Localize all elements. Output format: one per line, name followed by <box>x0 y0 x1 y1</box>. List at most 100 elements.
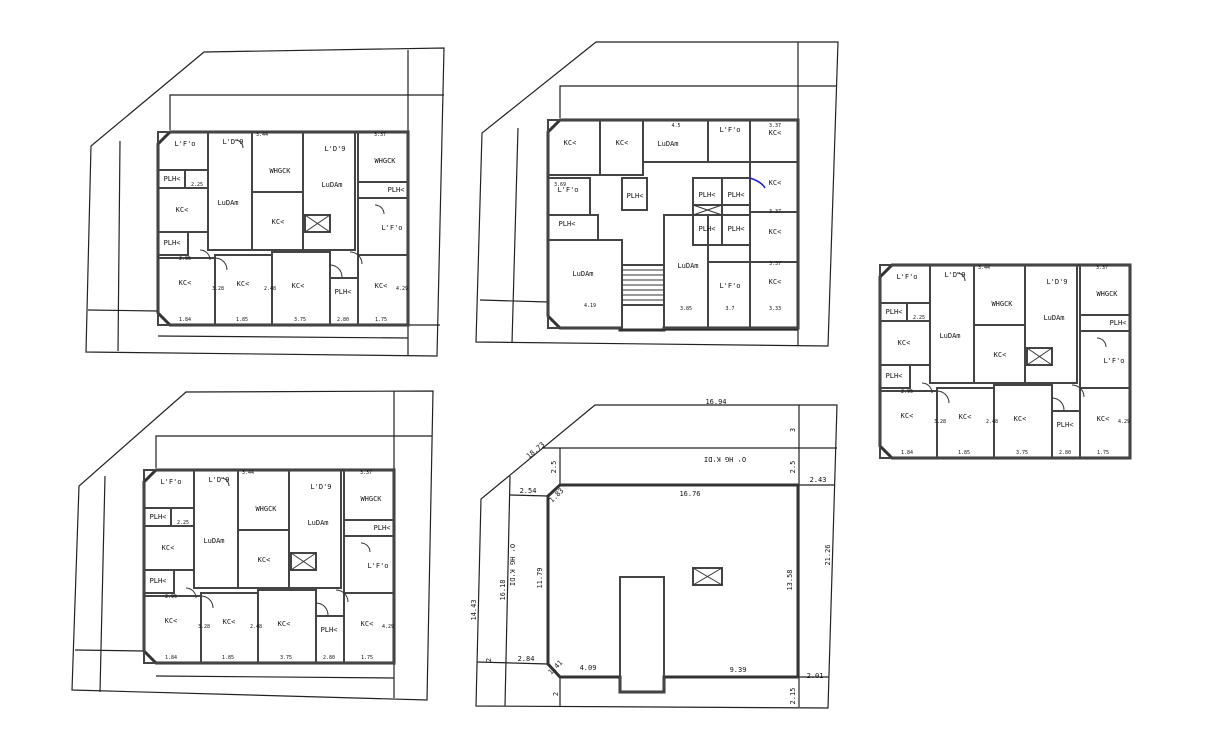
door-swing <box>315 602 329 616</box>
dimension-label: 1.84 <box>901 450 913 456</box>
room-label: LuDAm <box>939 332 960 340</box>
room-label: KC< <box>898 339 911 347</box>
room-outline <box>879 364 911 389</box>
site-plan-d <box>71 390 434 701</box>
floor-plan-c: L'F'oPLH<KC<PLH<LuDAmWHGCKKC<LuDAmWHGCKP… <box>878 263 1132 460</box>
room-label: KC< <box>278 620 291 628</box>
dimension-label-left-mid: 16.18 <box>499 579 507 600</box>
room-label: PLH< <box>627 192 644 200</box>
room-label: L'F'o <box>381 224 402 232</box>
room-outline <box>251 131 304 193</box>
room-label: WHGCK <box>269 167 291 175</box>
door-swing <box>374 204 385 215</box>
door-swing <box>335 589 349 603</box>
dimension-label-top: 16.94 <box>705 398 726 406</box>
room-label: PLH< <box>374 524 391 532</box>
room-label: KC< <box>165 617 178 625</box>
door-swing <box>200 595 214 609</box>
dimension-label: 3.37 <box>769 209 781 215</box>
room-label: LuDAm <box>572 270 593 278</box>
dimension-label: 2.95 <box>901 389 913 395</box>
room-label: L'F'o <box>719 126 740 134</box>
room-label: KC< <box>223 618 236 626</box>
dimension-label-top-right-3: 3 <box>789 428 797 432</box>
room-label: L'D'9 <box>222 138 243 146</box>
room-outline <box>707 261 751 329</box>
room-label: LuDAm <box>217 199 238 207</box>
room-label: PLH< <box>728 191 745 199</box>
dimension-label-road-top: O' HG K'DI <box>704 455 746 463</box>
room-label: PLH< <box>699 225 716 233</box>
elevator-shaft <box>304 214 331 233</box>
room-label: PLH< <box>164 239 181 247</box>
room-label: LuDAm <box>307 519 328 527</box>
room-outline <box>1079 387 1131 459</box>
door-swing <box>1096 337 1107 348</box>
room-label: KC< <box>1014 415 1027 423</box>
dimension-label-inner-right: 13.58 <box>786 569 794 590</box>
shaft-box <box>692 567 723 586</box>
dimension-label-top-right-25: 2.5 <box>789 461 797 474</box>
room-label: PLH< <box>335 288 352 296</box>
dimension-label: 2.80 <box>1059 450 1071 456</box>
room-outline <box>547 119 601 176</box>
room-label: L'D'9 <box>310 483 331 491</box>
door-swing-highlighted <box>749 177 766 189</box>
door-swing <box>956 272 966 282</box>
dimension-label-bottom-left-2: 2 <box>485 658 493 662</box>
dimension-label: 3.37 <box>374 132 386 138</box>
room-outline <box>621 177 648 211</box>
elevator-shaft <box>1026 347 1053 366</box>
room-label: PLH< <box>886 308 903 316</box>
room-outline <box>973 264 1026 326</box>
room-outline <box>879 390 938 459</box>
room-label: KC< <box>994 351 1007 359</box>
dimension-label: 3.44 <box>978 265 990 271</box>
door-swing <box>185 587 197 599</box>
dimension-label-top-left-25: 2.5 <box>550 461 558 474</box>
dimension-label: 1.85 <box>958 450 970 456</box>
room-label: PLH< <box>150 513 167 521</box>
door-swing <box>349 251 363 265</box>
room-label: L'F'o <box>1103 357 1124 365</box>
room-label: L'D'9 <box>944 271 965 279</box>
room-label: PLH< <box>1110 319 1127 327</box>
dimension-label: 2.95 <box>165 594 177 600</box>
room-label: LuDAm <box>203 537 224 545</box>
dimension-label: 3.37 <box>769 261 781 267</box>
room-label: KC< <box>564 139 577 147</box>
room-label: KC< <box>176 206 189 214</box>
dimension-label: 2.25 <box>191 182 203 188</box>
room-label: PLH< <box>699 191 716 199</box>
room-label: WHGCK <box>1096 290 1118 298</box>
room-label: PLH< <box>388 186 405 194</box>
room-label: PLH< <box>164 175 181 183</box>
room-label: KC< <box>769 129 782 137</box>
room-label: L'F'o <box>719 282 740 290</box>
dimension-label: 2.25 <box>177 520 189 526</box>
dimension-label: 1.85 <box>222 655 234 661</box>
dimension-label: 3.33 <box>769 306 781 312</box>
room-label: KC< <box>179 279 192 287</box>
dimension-label: 2.48 <box>264 286 276 292</box>
room-label: PLH< <box>1057 421 1074 429</box>
dimension-label: 2.95 <box>179 256 191 262</box>
dimension-label-bottom-2: 2 <box>552 692 560 696</box>
room-outline <box>749 161 799 213</box>
room-label: PLH< <box>559 220 576 228</box>
room-outline <box>547 239 623 329</box>
room-label: LuDAm <box>321 181 342 189</box>
dimension-label: 1.85 <box>236 317 248 323</box>
room-label: L'F'o <box>557 186 578 194</box>
door-swing <box>234 139 244 149</box>
room-outline <box>749 261 799 329</box>
dimension-label: 2.80 <box>323 655 335 661</box>
dimension-label: 3.28 <box>212 286 224 292</box>
room-label: KC< <box>616 139 629 147</box>
floor-plan-d: L'F'oPLH<KC<PLH<LuDAmWHGCKKC<LuDAmWHGCKP… <box>142 468 396 665</box>
dimension-label: 3.75 <box>280 655 292 661</box>
elevator-shaft <box>692 204 723 216</box>
door-swing <box>329 264 343 278</box>
dimension-label-bottom-409: 4.09 <box>580 664 597 672</box>
